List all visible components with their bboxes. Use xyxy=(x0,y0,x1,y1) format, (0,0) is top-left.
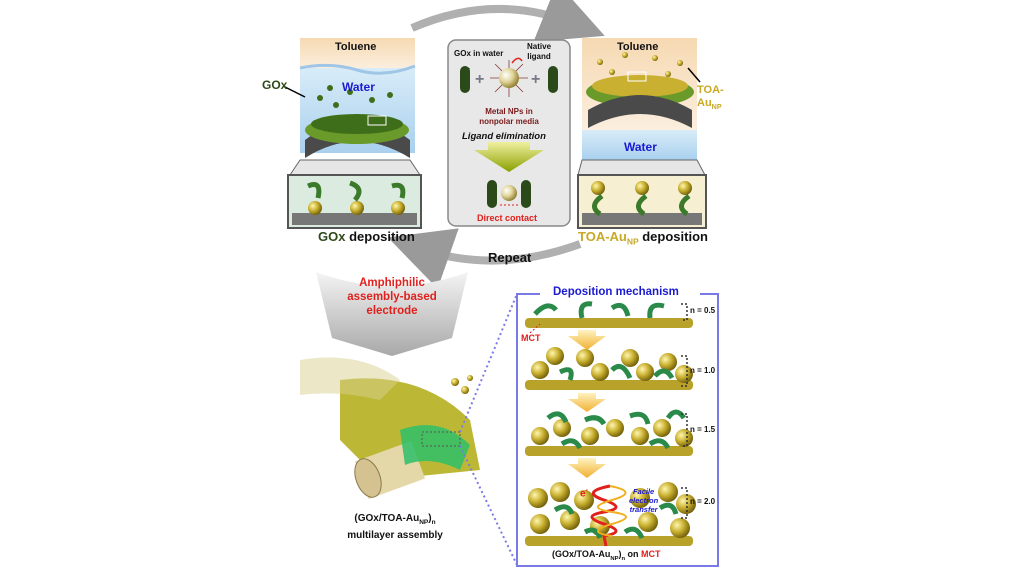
multilayer-tube-electrode xyxy=(300,293,518,566)
toa-au-caption-word: deposition xyxy=(642,229,708,244)
repeat-arrow xyxy=(387,228,582,289)
forward-arrow xyxy=(410,0,605,42)
n-label-0: n = 0.5 xyxy=(690,306,716,315)
electron-e: e xyxy=(580,488,586,500)
electrode-title-line1: Amphiphilic xyxy=(359,277,425,289)
mlc-sub: NP xyxy=(419,519,429,526)
mct-label: MCT xyxy=(521,333,541,343)
facile-line2: electron xyxy=(629,496,659,505)
native-ligand-label: Native ligand xyxy=(527,42,551,62)
n-label-2: n = 1.5 xyxy=(690,425,716,434)
direct-contact-label: Direct contact xyxy=(477,213,538,223)
toa-au-caption-term: TOA-AuNP xyxy=(578,229,639,247)
n-label-3: n = 2.0 xyxy=(690,497,716,506)
electron-transfer-path xyxy=(590,484,618,547)
facile-line1: Facile xyxy=(632,487,655,496)
native-ligand-line2: ligand xyxy=(527,52,551,61)
metal-np-line2: nonpolar media xyxy=(479,117,539,126)
toa-au-pointer-sub: NP xyxy=(711,103,722,112)
native-ligand-line1: Native xyxy=(527,42,552,51)
layer-n20 xyxy=(525,482,696,547)
left-toluene-label: Toluene xyxy=(335,41,377,53)
n-label-1: n = 1.0 xyxy=(690,366,716,375)
electrode-title: Amphiphilic assembly-based electrode xyxy=(330,276,454,318)
multilayer-caption-line2: multilayer assembly xyxy=(347,530,443,541)
electrode-title-line2: assembly-based xyxy=(347,291,437,303)
metal-np-line1: Metal NPs in xyxy=(485,107,533,116)
right-water-label: Water xyxy=(624,140,657,154)
gox-caption-word: deposition xyxy=(349,229,415,244)
mechanism-caption: (GOx/TOA-AuNP)n on MCT xyxy=(552,549,661,562)
ligand-elimination-label: Ligand elimination xyxy=(462,131,546,142)
multilayer-caption: (GOx/TOA-AuNP)n multilayer assembly xyxy=(340,512,450,542)
facile-transfer-label: Facile electron transfer xyxy=(629,487,658,514)
toa-au-caption-sub: NP xyxy=(626,236,639,247)
electron-label: e- xyxy=(580,487,588,499)
svg-text:+: + xyxy=(531,71,540,88)
left-water-label: Water xyxy=(342,80,375,94)
mc-a: (GOx/TOA-Au xyxy=(552,549,611,559)
down-arrow xyxy=(316,272,468,356)
mechanism-title: Deposition mechanism xyxy=(549,286,683,298)
toa-au-pointer-au: Au xyxy=(697,97,712,109)
toa-au-deposition-beaker xyxy=(577,38,707,229)
gox-deposition-caption: GOx deposition xyxy=(318,229,415,244)
mc-sub: NP xyxy=(610,555,619,562)
mc-n: n xyxy=(621,555,626,562)
repeat-label: Repeat xyxy=(488,250,532,265)
gox-in-water-label: GOx in water xyxy=(454,49,504,58)
gox-caption-term: GOx xyxy=(318,229,346,244)
toa-au-pointer-line1: TOA- xyxy=(697,84,724,96)
mc-mct: MCT xyxy=(641,549,661,559)
svg-text:+: + xyxy=(475,71,484,88)
gox-pointer-label: GOx xyxy=(262,78,288,92)
toa-au-caption-main: TOA-Au xyxy=(578,229,627,244)
right-toluene-label: Toluene xyxy=(617,41,659,53)
facile-line3: transfer xyxy=(629,505,658,514)
mlc-b: ) xyxy=(428,513,432,524)
mlc-a: (GOx/TOA-Au xyxy=(354,513,420,524)
toa-au-pointer-line2: AuNP xyxy=(697,97,724,114)
gox-deposition-beaker xyxy=(282,38,422,229)
layer-n10 xyxy=(525,347,693,390)
electron-sup: - xyxy=(585,487,588,494)
toa-au-pointer-label: TOA- AuNP xyxy=(697,84,724,114)
mlc-n: n xyxy=(431,519,436,526)
multilayer-caption-line1: (GOx/TOA-AuNP)n xyxy=(340,512,450,529)
ligand-elimination-box: + + xyxy=(447,39,571,227)
toa-au-deposition-caption: TOA-AuNP deposition xyxy=(578,229,708,247)
metal-np-label: Metal NPs in nonpolar media xyxy=(470,107,548,127)
mc-on: on xyxy=(625,549,642,559)
electrode-title-line3: electrode xyxy=(366,305,418,317)
layer-n05 xyxy=(525,301,693,328)
layer-n15 xyxy=(525,409,693,456)
deposition-mechanism-box xyxy=(516,293,719,567)
mc-b: ) xyxy=(618,549,622,559)
